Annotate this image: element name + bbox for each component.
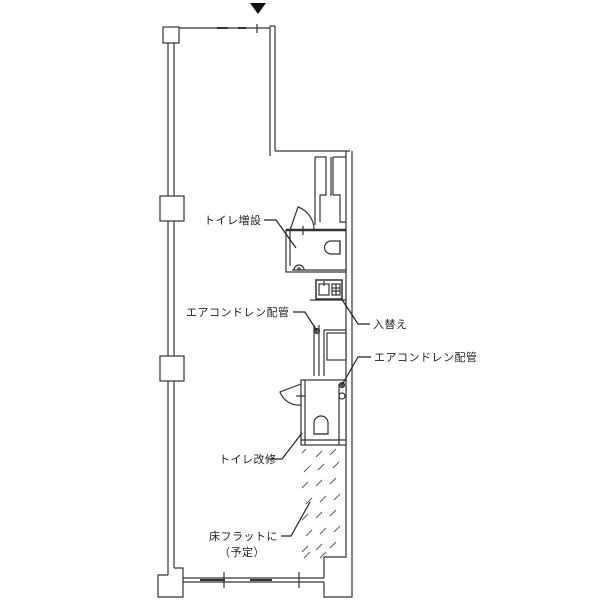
column-left-2 bbox=[159, 355, 185, 382]
column-top-left bbox=[162, 26, 180, 44]
label-floor-flat: 床フラットに bbox=[209, 530, 278, 543]
label-toilet-add: トイレ増設 bbox=[204, 214, 262, 227]
label-floor-flat-note: （予定） bbox=[219, 546, 265, 559]
label-toilet-renovate: トイレ改修 bbox=[219, 453, 277, 466]
toilet-new-room bbox=[285, 229, 347, 273]
toilet-renovate-door-icon bbox=[279, 383, 302, 406]
column-left-1 bbox=[159, 195, 185, 222]
toilet-bowl-icon bbox=[323, 240, 341, 255]
floor-flat-hatch bbox=[301, 448, 341, 559]
leader-aircon-right bbox=[341, 356, 371, 386]
entrance-marker-icon bbox=[250, 3, 266, 14]
toilet-bowl-2-icon bbox=[313, 415, 329, 435]
leader-toilet-renovate bbox=[269, 432, 303, 460]
hand-basin-icon bbox=[293, 264, 305, 271]
label-replace: 入替え bbox=[373, 318, 408, 331]
label-aircon-drain-right: エアコンドレン配管 bbox=[374, 351, 478, 364]
leader-toilet-add bbox=[264, 219, 297, 249]
toilet-new-door-icon bbox=[289, 206, 315, 231]
appliance-box bbox=[315, 279, 343, 300]
label-aircon-drain-left: エアコンドレン配管 bbox=[186, 306, 290, 319]
leader-floor-flat bbox=[281, 501, 311, 537]
leader-aircon-left bbox=[293, 311, 318, 332]
leader-replace bbox=[340, 297, 370, 325]
